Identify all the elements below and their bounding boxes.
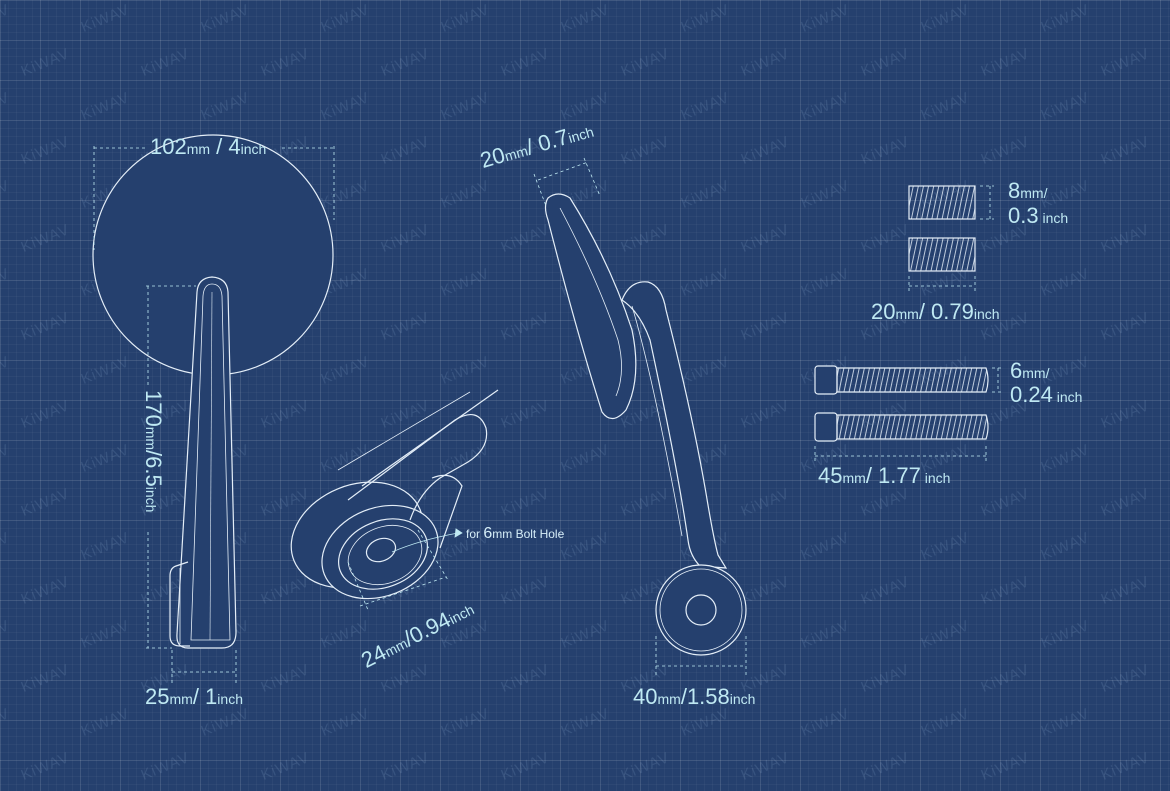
mount-diameter-alt-value: 1.58: [686, 684, 730, 709]
mirror-width-alt-unit: inch: [240, 141, 267, 157]
bolt-hole: [365, 537, 397, 563]
base-width-label: 25mm/ 1inch: [145, 686, 243, 708]
bolt-top: [814, 365, 989, 395]
side-dimension-lines: [533, 157, 747, 676]
total-height-alt-value: 6.5: [141, 456, 166, 487]
base-width-alt-value: 1: [205, 684, 218, 709]
front-view: [92, 134, 334, 649]
spacer-length-value: 20: [871, 299, 896, 324]
bolt-diameter-unit: mm: [1022, 365, 1046, 381]
spacer-height-label: 8mm/ 0.3 inch: [1008, 178, 1068, 229]
spacer-length-separator: /: [918, 299, 932, 324]
base-width-separator: /: [192, 684, 206, 709]
spacer-dimension-lines: [908, 185, 994, 292]
spacer-bottom: [908, 237, 976, 272]
mirror-width-separator: /: [210, 134, 229, 159]
mount-diameter-unit: mm: [657, 691, 681, 707]
mount-diameter-value: 40: [633, 684, 658, 709]
bolts: [814, 365, 989, 442]
base-width-unit: mm: [169, 691, 193, 707]
bolt-hole-prefix: for: [466, 527, 484, 541]
bolt-hole-unit: mm: [492, 527, 513, 541]
spacer-height-separator: /: [1043, 185, 1048, 201]
mount-ring: [655, 564, 747, 656]
mirror-side: [544, 193, 637, 420]
mirror-width-alt-value: 4: [228, 134, 241, 159]
mirror-width-label: 102mm / 4inch: [150, 136, 266, 158]
arm-side: [621, 281, 728, 569]
spacer-height-alt-value: 0.3: [1008, 203, 1039, 229]
bolt-length-unit: mm: [842, 470, 866, 486]
total-height-value: 170: [141, 390, 166, 427]
bolt-diameter-alt-unit: inch: [1052, 389, 1083, 406]
bolt-diameter-label: 6mm/ 0.24 inch: [1010, 358, 1083, 408]
mount-detail-view: [290, 389, 499, 600]
bolt-length-label: 45mm/ 1.77 inch: [818, 465, 950, 487]
bolt-hole-value: 6: [483, 525, 493, 542]
base-width-alt-unit: inch: [217, 691, 243, 707]
mount-diameter-separator: /: [680, 684, 687, 709]
spacer-length-label: 20mm/ 0.79inch: [871, 301, 1000, 323]
bolt-length-alt-value: 1.77: [878, 463, 921, 488]
spacers: [908, 185, 976, 272]
mount-diameter-label: 40mm/1.58inch: [633, 686, 755, 708]
bolt-bottom: [814, 412, 989, 442]
spacer-length-alt-value: 0.79: [931, 299, 974, 324]
spacer-height-value: 8: [1008, 178, 1021, 203]
bolt-hole-suffix: Bolt Hole: [512, 527, 565, 541]
side-view: [544, 193, 747, 656]
bolt-dimension-lines: [814, 367, 1004, 462]
total-height-alt-unit: inch: [143, 486, 159, 513]
bolt-hole-note: for 6mm Bolt Hole: [466, 526, 564, 542]
mirror-width-unit: mm: [186, 141, 211, 157]
bolt-diameter-value: 6: [1010, 358, 1023, 383]
bolt-diameter-separator: /: [1045, 365, 1050, 381]
base-width-value: 25: [145, 684, 170, 709]
bolt-length-separator: /: [865, 463, 879, 488]
spacer-height-unit: mm: [1020, 185, 1044, 201]
base-block: [169, 561, 190, 647]
spacer-height-alt-unit: inch: [1038, 210, 1069, 227]
bolt-length-alt-unit: inch: [920, 470, 951, 486]
mirror-width-value: 102: [150, 134, 187, 159]
bolt-diameter-alt-value: 0.24: [1010, 382, 1053, 408]
front-dimension-lines: [93, 146, 335, 683]
mount-diameter-alt-unit: inch: [729, 691, 756, 707]
bolt-length-value: 45: [818, 463, 843, 488]
mount-dimension-lines: [347, 528, 463, 611]
spacer-length-unit: mm: [895, 306, 919, 322]
spacer-length-alt-unit: inch: [973, 306, 1000, 322]
spacer-top: [908, 185, 976, 220]
total-height-label: 170mm/6.5inch: [141, 390, 166, 513]
total-height-unit: mm: [143, 426, 159, 451]
